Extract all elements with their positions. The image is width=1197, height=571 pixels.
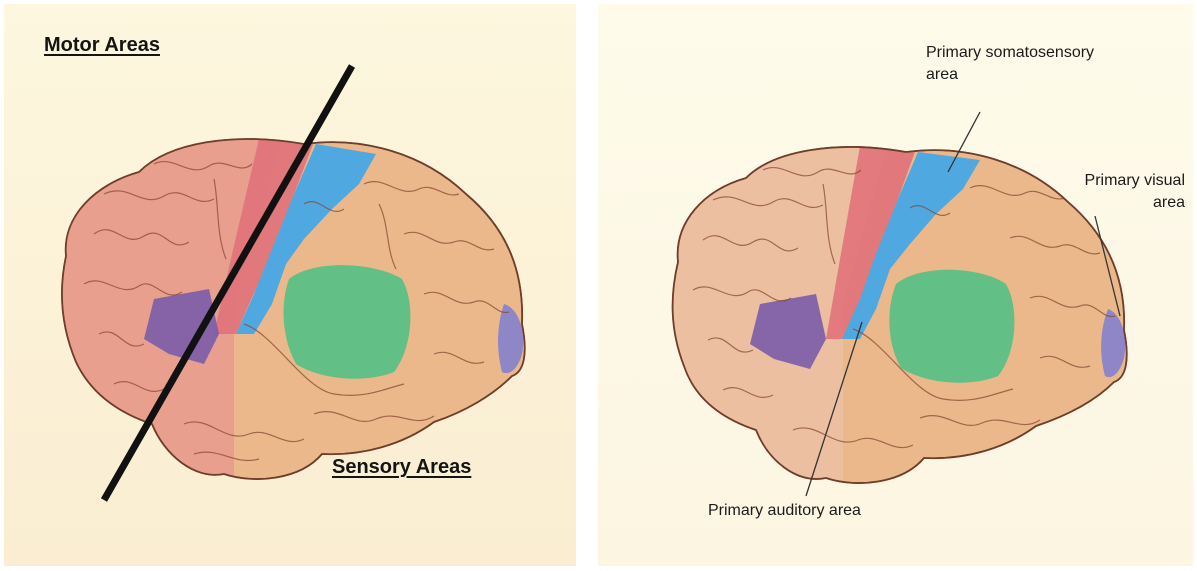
visual-label-line1: Primary visual — [1085, 170, 1185, 192]
somatosensory-label: Primary somatosensory area — [926, 42, 1094, 86]
left-panel: Motor Areas Sensory Areas — [4, 4, 576, 566]
somatosensory-label-line2: area — [926, 64, 1094, 86]
motor-areas-heading: Motor Areas — [44, 34, 160, 57]
left-brain-illustration — [4, 4, 576, 566]
primary-auditory-area — [284, 265, 411, 379]
somatosensory-label-line1: Primary somatosensory — [926, 42, 1094, 64]
auditory-label: Primary auditory area — [708, 500, 861, 522]
sensory-areas-heading: Sensory Areas — [332, 456, 471, 479]
visual-label: Primary visual area — [1085, 170, 1185, 214]
brain-lateral-view-labeled — [658, 142, 1127, 484]
primary-auditory-area-r — [889, 270, 1014, 383]
right-brain-illustration — [598, 4, 1193, 566]
visual-label-line2: area — [1085, 192, 1185, 214]
right-panel: Primary somatosensory area Primary visua… — [598, 4, 1193, 566]
